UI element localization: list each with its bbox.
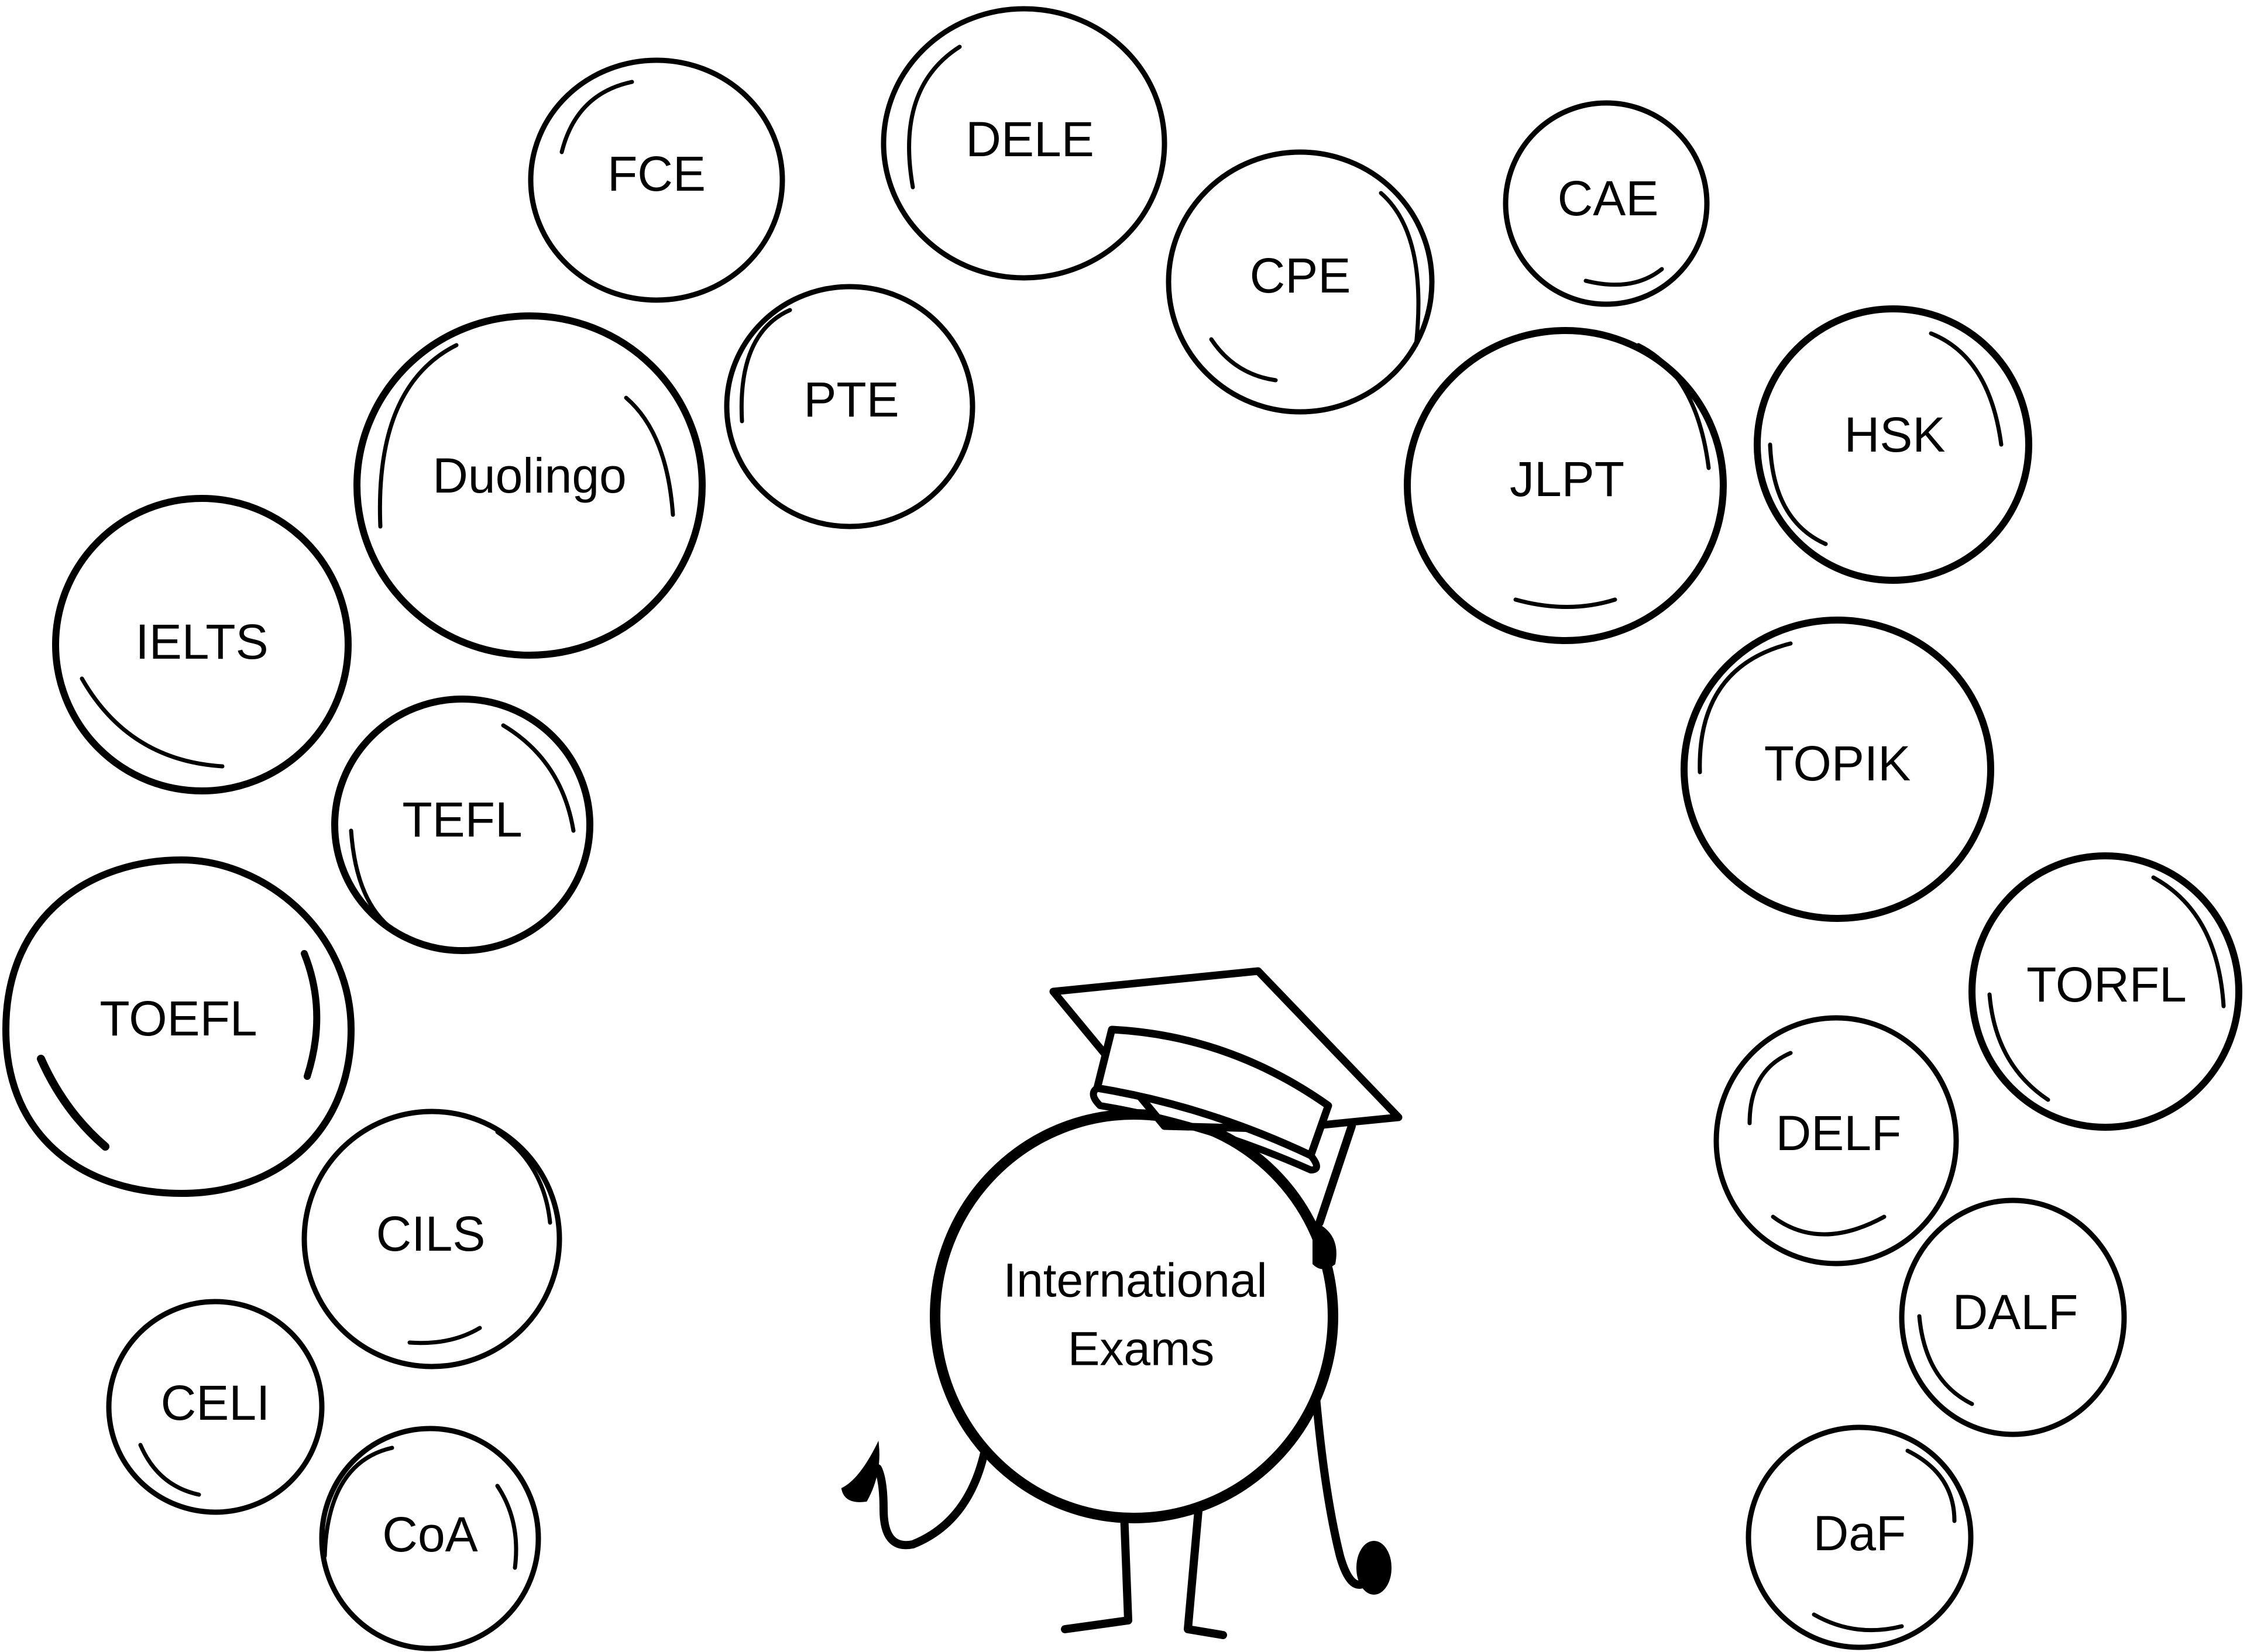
bubble-fce: FCE: [528, 57, 785, 303]
mascot-right-leg: [1184, 1493, 1227, 1639]
bubble-cils: CILS: [301, 1109, 562, 1369]
bubble-torfl: TORFL: [1968, 852, 2242, 1131]
mascot-left-arm: [874, 1441, 990, 1550]
bubble-label-tefl: TEFL: [402, 792, 522, 847]
bubble-label-cpe: CPE: [1250, 248, 1351, 303]
bubble-label-toefl: TOEFL: [99, 991, 257, 1046]
mascot-left-hand: [841, 1440, 879, 1502]
bubble-delf: DELF: [1713, 1015, 1959, 1266]
bubble-label-torfl: TORFL: [2026, 957, 2187, 1012]
bubble-toefl: TOEFL: [2, 856, 355, 1197]
mascot-right-hand: [1356, 1541, 1392, 1595]
bubble-hsk: HSK: [1754, 305, 2032, 584]
bubble-ielts: IELTS: [52, 495, 352, 794]
bubble-label-dalf: DALF: [1953, 1285, 2078, 1340]
bubble-label-pte: PTE: [803, 372, 899, 427]
bubble-jlpt: JLPT: [1404, 327, 1727, 644]
graduation-cap-icon: [1049, 967, 1403, 1173]
bubble-label-jlpt: JLPT: [1510, 452, 1624, 507]
mascot-right-arm: [1310, 1365, 1373, 1589]
bubble-label-coa: CoA: [382, 1507, 477, 1562]
bubble-pte: PTE: [724, 284, 975, 529]
mascot-left-leg: [1061, 1493, 1132, 1633]
bubble-celi: CELI: [106, 1299, 325, 1515]
bubble-duolingo: Duolingo: [353, 312, 706, 659]
bubble-label-duolingo: Duolingo: [432, 448, 627, 503]
bubble-dele: DELE: [881, 6, 1167, 281]
bubble-label-delf: DELF: [1776, 1106, 1902, 1161]
mascot-tassel-end: [1313, 1220, 1336, 1269]
bubble-label-hsk: HSK: [1844, 407, 1946, 462]
bubble-label-daf: DaF: [1813, 1506, 1906, 1561]
bubble-dalf: DALF: [1899, 1197, 2127, 1437]
mascot-body: [930, 1109, 1338, 1523]
center-label-line1: International: [1003, 1254, 1267, 1307]
bubble-daf: DaF: [1746, 1424, 1974, 1650]
bubble-tefl: TEFL: [331, 696, 593, 954]
exam-mascot: International Exams: [841, 967, 1403, 1639]
center-label-line2: Exams: [1068, 1323, 1215, 1376]
bubble-cpe: CPE: [1166, 149, 1435, 415]
bubble-label-fce: FCE: [607, 146, 706, 201]
bubble-label-celi: CELI: [161, 1375, 270, 1430]
bubble-label-dele: DELE: [966, 112, 1094, 167]
bubble-topik: TOPIK: [1681, 617, 1994, 922]
bubble-label-ielts: IELTS: [135, 614, 268, 669]
bubble-label-cae: CAE: [1558, 171, 1659, 226]
bubble-coa: CoA: [319, 1426, 541, 1651]
mascot-tassel-string: [1315, 1122, 1356, 1227]
bubble-label-topik: TOPIK: [1764, 736, 1911, 791]
bubble-label-cils: CILS: [376, 1206, 486, 1261]
bubble-cae: CAE: [1503, 100, 1710, 307]
